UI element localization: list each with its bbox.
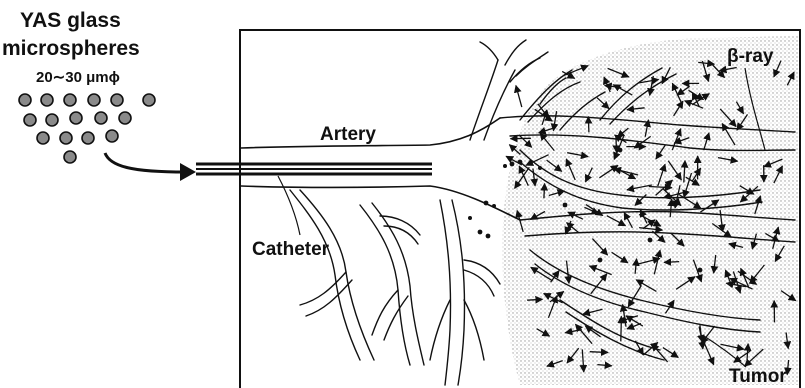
beta-ray-arrow [527, 299, 542, 300]
microsphere [88, 94, 100, 106]
injection-arrowhead [180, 163, 196, 181]
microsphere [60, 132, 72, 144]
beta-ray-arrow [616, 136, 617, 152]
catheter-label: Catheter [252, 239, 330, 260]
microsphere [70, 112, 82, 124]
artery-label: Artery [320, 124, 376, 145]
microsphere [24, 114, 36, 126]
microsphere-group [19, 94, 155, 163]
microsphere [82, 132, 94, 144]
microsphere [95, 112, 107, 124]
beta-ray-arrow [664, 262, 679, 263]
size-label: 20∼30 μmϕ [36, 69, 120, 86]
microsphere [41, 94, 53, 106]
tumor-label: Tumor [729, 366, 787, 387]
catheter [196, 164, 432, 174]
beta-ray-label: β-ray [727, 46, 774, 67]
microsphere [119, 112, 131, 124]
microsphere [64, 151, 76, 163]
microsphere [111, 94, 123, 106]
beta-ray-arrow [516, 86, 522, 108]
microsphere [46, 114, 58, 126]
beta-ray-arrow [544, 184, 545, 199]
catheter-leader-line [278, 176, 300, 235]
microsphere [19, 94, 31, 106]
beta-ray-arrow [621, 316, 622, 341]
beta-ray-arrow [588, 117, 589, 133]
beta-ray-arrow [590, 352, 608, 353]
microsphere [143, 94, 155, 106]
microsphere [37, 132, 49, 144]
microsphere [106, 130, 118, 142]
material-label-line2: microspheres [2, 37, 140, 60]
microsphere [64, 94, 76, 106]
injection-arrow [105, 153, 186, 172]
material-label-line1: YAS glass [20, 9, 121, 32]
